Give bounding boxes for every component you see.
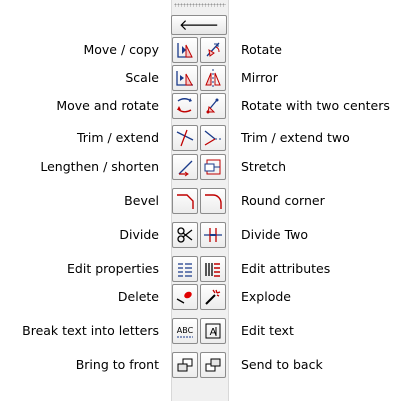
edit-attributes-icon (205, 263, 220, 277)
move-rotate-button[interactable] (172, 93, 198, 119)
toolbar-drag-handle[interactable] (174, 3, 226, 7)
rotate-two-centers-button[interactable] (200, 93, 226, 119)
divide-two-icon (204, 228, 222, 242)
tool-label-right: Rotate with two centers (241, 98, 390, 113)
divide-button[interactable] (172, 222, 198, 248)
edit-text-icon: A (205, 323, 221, 339)
send-to-back-icon (205, 358, 221, 372)
back-button[interactable]: 🡐 (171, 15, 227, 35)
tool-label-left: Edit properties (67, 261, 159, 276)
tool-label-left: Divide (119, 227, 159, 242)
tool-label-left: Scale (125, 70, 159, 85)
delete-button[interactable] (172, 284, 198, 310)
lengthen-shorten-button[interactable] (172, 154, 198, 180)
round-corner-button[interactable] (200, 188, 226, 214)
edit-properties-icon (178, 263, 192, 277)
explode-icon (205, 289, 221, 305)
move-copy-button[interactable] (172, 37, 198, 63)
rotate-icon (206, 42, 220, 57)
mirror-icon (205, 69, 221, 87)
edit-attributes-button[interactable] (200, 256, 226, 282)
break-text-icon: ABC (177, 326, 194, 338)
tool-label-left: Bring to front (75, 357, 159, 372)
divide-two-button[interactable] (200, 222, 226, 248)
tool-label-left: Break text into letters (22, 323, 159, 338)
tool-label-right: Send to back (241, 357, 323, 372)
arrow-left-icon: 🡐 (178, 15, 220, 34)
send-to-back-button[interactable] (200, 352, 226, 378)
tool-label-right: Explode (241, 289, 291, 304)
stretch-icon (204, 159, 221, 175)
trim-extend-two-icon (204, 130, 221, 146)
scale-icon (176, 71, 193, 86)
rotate-button[interactable] (200, 37, 226, 63)
rotate-two-centers-icon (206, 98, 219, 114)
tool-label-left: Delete (117, 289, 159, 304)
tool-label-right: Rotate (241, 42, 282, 57)
scale-button[interactable] (172, 65, 198, 91)
mirror-button[interactable] (200, 65, 226, 91)
bring-to-front-button[interactable] (172, 352, 198, 378)
tool-label-left: Lengthen / shorten (40, 159, 159, 174)
trim-extend-button[interactable] (172, 125, 198, 151)
bevel-icon (177, 194, 194, 209)
tool-label-right: Mirror (241, 70, 278, 85)
trim-extend-icon (176, 129, 194, 147)
tool-label-right: Edit text (241, 323, 294, 338)
explode-button[interactable] (200, 284, 226, 310)
bring-to-front-icon (177, 358, 193, 372)
delete-icon (176, 291, 192, 304)
trim-extend-two-button[interactable] (200, 125, 226, 151)
tool-label-left: Move and rotate (56, 98, 159, 113)
tool-label-right: Trim / extend two (241, 130, 350, 145)
edit-text-button[interactable]: A (200, 318, 226, 344)
bevel-button[interactable] (172, 188, 198, 214)
svg-text:A: A (210, 327, 217, 338)
move-rotate-icon (177, 98, 192, 113)
lengthen-shorten-icon (178, 160, 193, 177)
round-corner-icon (205, 194, 222, 209)
edit-properties-button[interactable] (172, 256, 198, 282)
tool-label-left: Trim / extend (76, 130, 159, 145)
move-copy-icon (177, 43, 193, 58)
tool-label-right: Edit attributes (241, 261, 331, 276)
tool-label-right: Round corner (241, 193, 325, 208)
svg-text:ABC: ABC (177, 326, 194, 335)
tool-label-right: Stretch (241, 159, 287, 174)
stretch-button[interactable] (200, 154, 226, 180)
divide-icon (177, 227, 193, 243)
tool-label-right: Divide Two (241, 227, 309, 242)
tool-label-left: Bevel (124, 193, 159, 208)
break-text-button[interactable]: ABC (172, 318, 198, 344)
tool-label-left: Move / copy (83, 42, 159, 57)
